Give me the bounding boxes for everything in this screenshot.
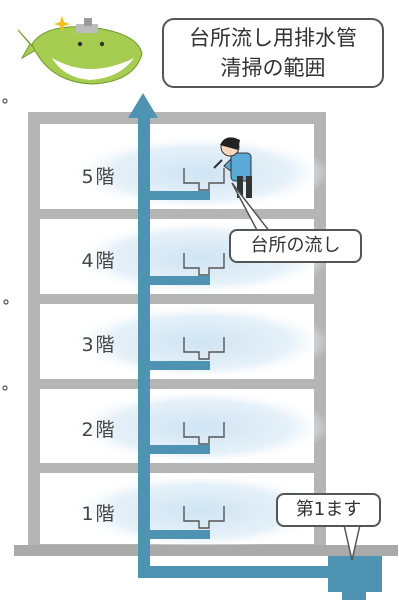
person-cleaning-icon: [213, 137, 252, 198]
title-line-2: 清掃の範囲: [220, 56, 326, 80]
sink-callout: 台所の流し: [229, 229, 362, 263]
whale-mascot-icon: [17, 16, 143, 85]
floor-slabs: [40, 209, 314, 473]
drain-pipe: [128, 93, 382, 600]
room-glows: [70, 135, 330, 549]
floor-label-3: 3階: [81, 334, 117, 356]
up-arrow-icon: [128, 93, 158, 118]
floor-label-1: 1階: [81, 503, 117, 525]
floor-label-5: 5階: [81, 166, 117, 188]
sink-traps: [183, 168, 225, 529]
floor-label-4: 4階: [81, 250, 117, 272]
trap-callout: 第1ます: [276, 493, 381, 527]
floor-label-2: 2階: [81, 419, 117, 441]
first-trap-box: [328, 556, 382, 592]
margin-dots: [2, 98, 9, 391]
title-line-1: 台所流し用排水管: [189, 26, 357, 50]
ground-line: [14, 545, 398, 556]
title-box: 台所流し用排水管 清掃の範囲: [162, 18, 384, 88]
